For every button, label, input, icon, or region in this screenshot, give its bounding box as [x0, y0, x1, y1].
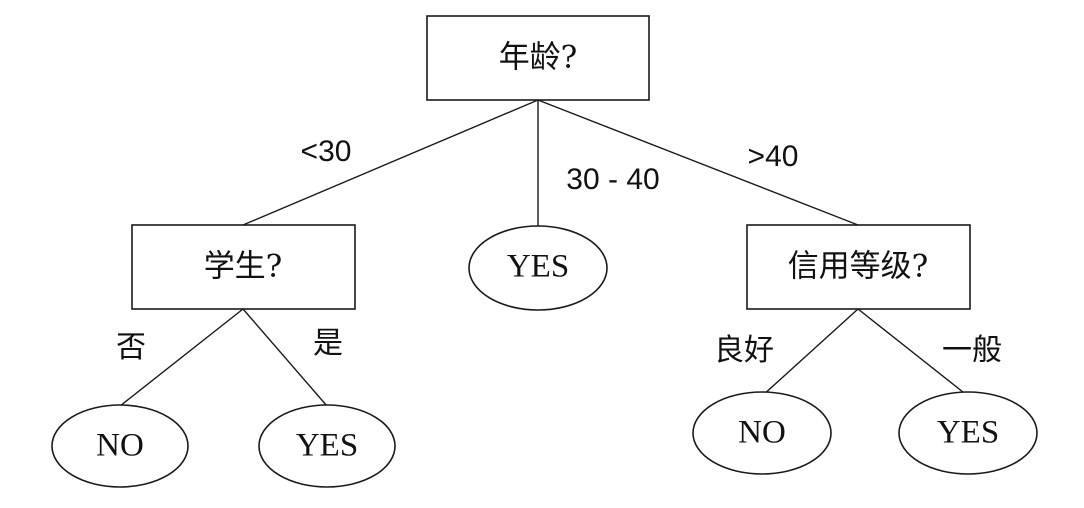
leaf-student-no: NO — [51, 404, 189, 488]
edge-label-age-gt40: >40 — [748, 140, 799, 173]
node-student: 学生? — [131, 224, 356, 310]
leaf-credit-fair-yes: YES — [898, 391, 1038, 475]
node-root-age: 年龄? — [426, 15, 650, 101]
edge-label-credit-good: 良好 — [714, 333, 774, 368]
leaf-middle-label: YES — [507, 249, 569, 285]
node-student-label: 学生? — [204, 249, 283, 285]
node-credit-rating: 信用等级? — [746, 224, 971, 310]
leaf-credit-good-label: NO — [738, 415, 786, 451]
edge-student-no-line — [119, 308, 244, 407]
leaf-middle-yes: YES — [468, 225, 608, 311]
edge-age-gt40-line — [537, 99, 859, 226]
leaf-student-yes-label: YES — [296, 428, 358, 464]
edge-label-student-yes: 是 — [313, 326, 343, 361]
edge-label-age-30-40: 30 - 40 — [566, 163, 659, 196]
node-credit-label: 信用等级? — [788, 249, 929, 285]
leaf-student-no-label: NO — [96, 428, 144, 464]
edge-label-age-lt30: <30 — [301, 135, 352, 168]
node-root-label: 年龄? — [499, 40, 578, 76]
edge-label-student-no: 否 — [116, 330, 146, 365]
edge-age-lt30-line — [242, 99, 539, 226]
edge-label-credit-fair: 一般 — [942, 333, 1002, 368]
edge-credit-fair-line — [857, 308, 969, 397]
edge-credit-good-line — [761, 308, 859, 397]
edge-student-yes-line — [242, 308, 328, 407]
leaf-student-yes: YES — [258, 404, 396, 488]
leaf-credit-fair-label: YES — [937, 415, 999, 451]
leaf-credit-good-no: NO — [692, 391, 832, 475]
